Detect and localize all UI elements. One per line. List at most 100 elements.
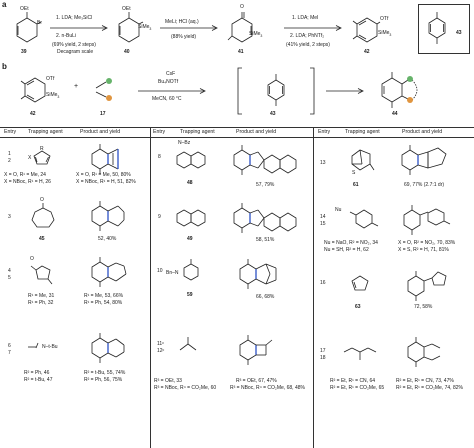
entry-6: 6 bbox=[8, 343, 11, 349]
agent-34-62 bbox=[349, 209, 379, 229]
header-entry-2: Entry bbox=[153, 129, 166, 135]
agent-63-id: 63 bbox=[355, 304, 361, 310]
agent-61 bbox=[351, 149, 375, 171]
agent-nu: Nu bbox=[335, 207, 342, 213]
agent-furan bbox=[33, 150, 51, 165]
product-3: 52, 40% bbox=[98, 236, 117, 242]
step1-scale: Decagram scale bbox=[57, 49, 94, 55]
condition-mecn: MeCN, 60 °C bbox=[152, 96, 182, 102]
agent-59-id: 59 bbox=[187, 292, 193, 298]
agent-61-s: S bbox=[352, 170, 356, 176]
agent-63 bbox=[351, 275, 369, 291]
reaction-arrow-2 bbox=[160, 25, 218, 31]
compound-43-box: 43 bbox=[456, 30, 462, 36]
bracket-43 bbox=[237, 67, 315, 115]
product-58 bbox=[233, 203, 297, 233]
header-prod-3: Product and yield bbox=[402, 129, 443, 135]
agent-59-bn: Bn–N bbox=[166, 270, 179, 276]
entry-12: 12ᶜ bbox=[157, 348, 165, 354]
product-9: 58, 51% bbox=[256, 237, 275, 243]
reaction-arrow-b2 bbox=[326, 88, 364, 94]
label-sime3-42: SiMe3 bbox=[378, 30, 392, 37]
label-sime3-b: SiMe3 bbox=[46, 92, 60, 99]
caption-7: R² = t-Bu, 47 bbox=[24, 377, 53, 383]
product-14: X = O, R² = NO₂, 70, 83% bbox=[398, 240, 456, 246]
entry-17: 17 bbox=[320, 348, 326, 354]
label-oet-40: OEt bbox=[122, 6, 131, 12]
box-43 bbox=[418, 4, 470, 54]
header-prod-1: Product and yield bbox=[80, 129, 121, 135]
step1-yield: (69% yield, 2 steps) bbox=[52, 42, 96, 48]
label-sime3-41: SiMe3 bbox=[249, 31, 263, 38]
caption-6: R² = Ph, 46 bbox=[24, 370, 50, 376]
product-6: R² = t-Bu, 55, 74% bbox=[84, 370, 126, 376]
caption-12: R³ = NBoc, R⁴ = CO₂Me, 60 bbox=[154, 385, 217, 391]
entry-11: 11ᶜ bbox=[157, 341, 164, 347]
product-16: 72, 58% bbox=[414, 304, 433, 310]
step3-reagent-line1: 1. LDA; MeI bbox=[292, 15, 319, 21]
tropone-o: O bbox=[40, 197, 44, 203]
entry-5: 5 bbox=[8, 275, 11, 281]
product-12: R³ = NBoc, R⁴ = CO₂Me, 68, 48% bbox=[230, 385, 305, 391]
compound-43-b: 43 bbox=[270, 111, 276, 117]
caption-5: R¹ = Ph, 32 bbox=[28, 300, 54, 306]
product-2: X = NBoc, R¹ = H, 51, 82% bbox=[76, 179, 136, 185]
product-66 bbox=[239, 259, 277, 289]
compound-41: 41 bbox=[238, 49, 244, 55]
agent-59 bbox=[183, 259, 199, 281]
reaction-arrow-1 bbox=[50, 25, 108, 31]
product-11: R³ = OEt, 67, 47% bbox=[236, 378, 277, 384]
caption-17: R² = Et, R¹ = CN, 64 bbox=[330, 378, 376, 384]
furan-r: R bbox=[40, 146, 44, 152]
product-67-68 bbox=[239, 335, 273, 365]
product-5: R¹ = Ph, 54, 80% bbox=[84, 300, 123, 306]
product-70-71 bbox=[403, 205, 451, 235]
step3-reagent-line2: 2. LDA; PhNTf₂ bbox=[290, 33, 325, 39]
step2-yield: (88% yield) bbox=[171, 34, 197, 40]
product-69 bbox=[401, 145, 447, 175]
column-divider-1 bbox=[150, 127, 151, 448]
header-prod-2: Product and yield bbox=[236, 129, 277, 135]
agent-48-bz: N–Bz bbox=[178, 140, 191, 146]
product-72 bbox=[407, 271, 447, 301]
structure-42-b bbox=[20, 77, 46, 103]
caption-4: R¹ = Me, 31 bbox=[28, 293, 55, 299]
product-8: 57, 79% bbox=[256, 182, 275, 188]
header-entry-3: Entry bbox=[318, 129, 331, 135]
product-18: R² = Et, R¹ = CO₂Me, 74, 82% bbox=[396, 385, 463, 391]
agent-nitrone-label: N–t-Bu bbox=[42, 344, 58, 350]
condition-csf: CsF bbox=[166, 71, 176, 77]
product-53-54 bbox=[91, 257, 127, 287]
agent-48-id: 48 bbox=[187, 180, 193, 186]
column-divider-2 bbox=[313, 127, 314, 448]
structure-42 bbox=[352, 17, 381, 43]
label-otf-42: OTf bbox=[380, 16, 389, 22]
step3-yield: (41% yield, 2 steps) bbox=[286, 42, 330, 48]
label-o-41: O bbox=[240, 4, 244, 10]
label-oet-39: OEt bbox=[20, 6, 29, 12]
table-top-rule bbox=[0, 127, 474, 128]
caption-2: X = NBoc, R¹ = H, 26 bbox=[4, 179, 51, 185]
product-50-51 bbox=[91, 144, 119, 174]
product-55-56 bbox=[91, 333, 125, 363]
header-trap-2: Trapping agent bbox=[180, 129, 215, 135]
caption-15: Nu = SH, R² = H, 62 bbox=[324, 247, 369, 253]
agent-31-32 bbox=[30, 265, 53, 285]
table-header-rule bbox=[0, 137, 474, 138]
entry-16: 16 bbox=[320, 280, 326, 286]
compound-39: 39 bbox=[21, 49, 27, 55]
label-otf-b: OTf bbox=[46, 76, 55, 82]
panel-a-label: a bbox=[2, 0, 7, 9]
agent-49-id: 49 bbox=[187, 236, 193, 242]
structure-41 bbox=[227, 12, 253, 43]
agent-nitrone bbox=[28, 342, 39, 349]
product-73-74 bbox=[407, 337, 441, 367]
structure-40 bbox=[118, 12, 144, 43]
entry-2: 2 bbox=[8, 158, 11, 164]
agent-alkene bbox=[179, 337, 197, 351]
agent-48 bbox=[176, 151, 206, 169]
product-52 bbox=[91, 201, 125, 231]
reaction-arrow-b bbox=[138, 88, 206, 94]
caption-11: R³ = OEt, 33 bbox=[154, 378, 182, 384]
structure-44 bbox=[381, 72, 418, 108]
